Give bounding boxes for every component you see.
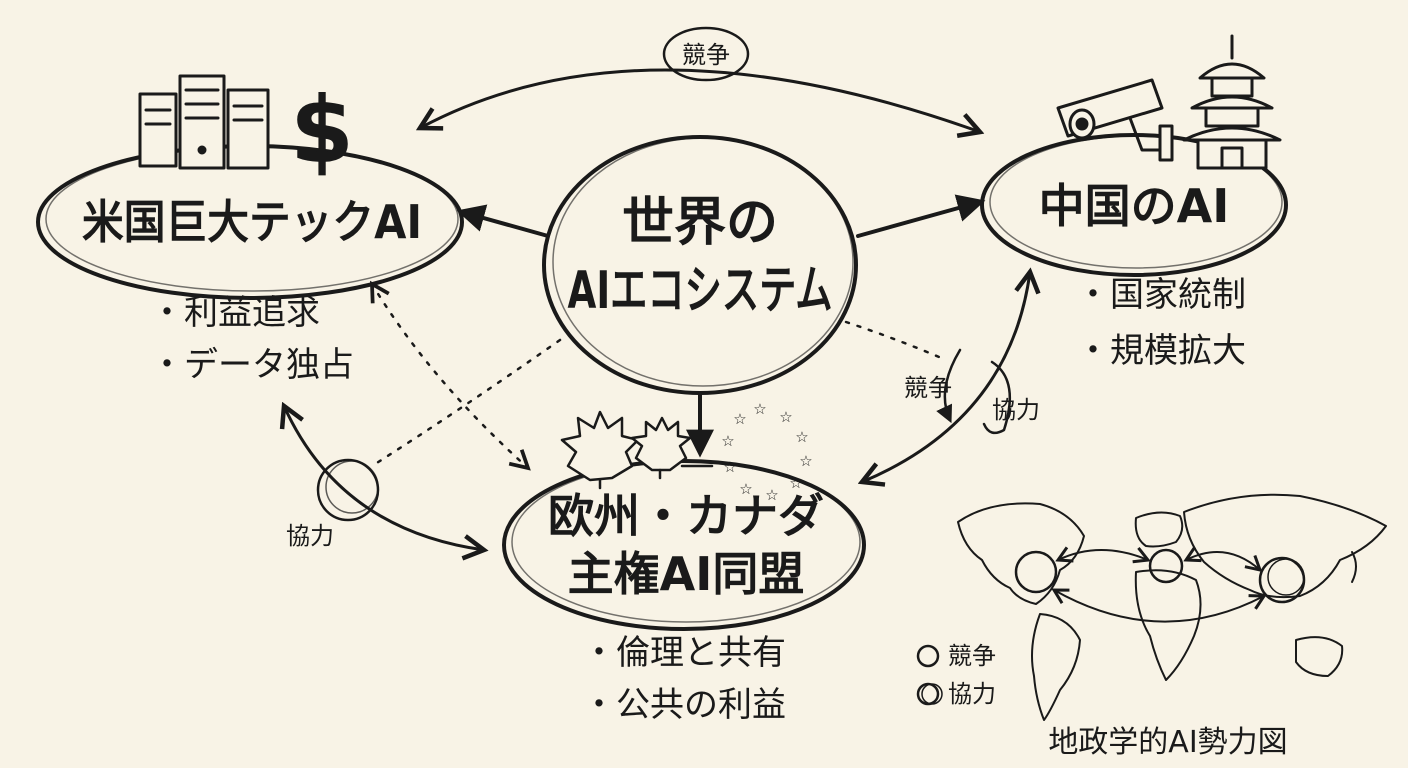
china-eu-coop-label: 協力 <box>992 396 1040 424</box>
dollar-icon: $ <box>290 77 354 184</box>
eu-bullet-1: ・倫理と共有 <box>582 633 786 673</box>
svg-text:☆: ☆ <box>753 400 766 418</box>
us-node-label: 米国巨大テックAI <box>82 195 422 249</box>
arrow-center-to-china <box>856 194 986 238</box>
eu-node: 欧州・カナダ 主権AI同盟 <box>502 459 866 631</box>
dotted-center-china <box>844 320 948 362</box>
arc-us-eu <box>284 406 484 550</box>
svg-text:☆: ☆ <box>721 432 734 450</box>
swirl-coop <box>982 360 1012 435</box>
us-bullet-1: ・利益追求 <box>150 293 320 333</box>
camera-icon <box>1056 78 1174 162</box>
world-map-icon <box>957 493 1387 721</box>
coop-circle-us-eu <box>316 458 380 522</box>
svg-text:☆: ☆ <box>799 452 812 470</box>
swirl-compete <box>936 348 962 424</box>
eu-node-label-line2: 主権AI同盟 <box>568 547 805 601</box>
eu-node-label-line1: 欧州・カナダ <box>548 489 824 543</box>
server-icon <box>138 74 270 170</box>
svg-text:☆: ☆ <box>765 486 778 504</box>
svg-text:☆: ☆ <box>795 428 808 446</box>
china-eu-compete-label: 競争 <box>904 374 952 402</box>
us-eu-relation-label: 協力 <box>286 522 334 550</box>
us-china-relation-label: 競争 <box>682 41 730 69</box>
center-title-line1: 世界の <box>622 193 778 253</box>
arrow-center-to-us <box>456 204 550 238</box>
eu-stars-icon: ☆ ☆ ☆ ☆ ☆ ☆ ☆ ☆ ☆ ☆ <box>721 400 812 504</box>
china-node-label: 中国のAI <box>1039 179 1230 233</box>
us-bullet-2: ・データ独占 <box>150 345 354 385</box>
arc-us-china <box>420 68 980 132</box>
compete-badge <box>662 26 750 82</box>
legend-coop-icon <box>916 682 940 706</box>
center-title-line2: AIエコシステム <box>568 261 833 321</box>
china-bullet-2: ・規模拡大 <box>1076 331 1246 371</box>
maple-leaf-icon <box>560 410 714 490</box>
dotted-us-eu <box>372 284 528 468</box>
arc-china-eu <box>862 272 1030 482</box>
china-bullet-1: ・国家統制 <box>1076 275 1246 315</box>
svg-text:☆: ☆ <box>739 480 752 498</box>
legend-coop-label: 協力 <box>948 680 996 708</box>
svg-text:☆: ☆ <box>733 410 746 428</box>
legend-compete-icon <box>916 644 940 668</box>
svg-text:☆: ☆ <box>779 408 792 426</box>
map-title: 地政学的AI勢力図 <box>1048 725 1287 760</box>
eu-bullet-2: ・公共の利益 <box>582 685 786 725</box>
svg-text:☆: ☆ <box>723 458 736 476</box>
legend-compete-label: 競争 <box>948 642 996 670</box>
dotted-center-usbottom <box>370 338 562 468</box>
svg-text:☆: ☆ <box>789 474 802 492</box>
legend: 競争 協力 <box>916 642 996 708</box>
pagoda-icon <box>1182 34 1282 170</box>
center-node: 世界の AIエコシステム <box>542 135 858 395</box>
